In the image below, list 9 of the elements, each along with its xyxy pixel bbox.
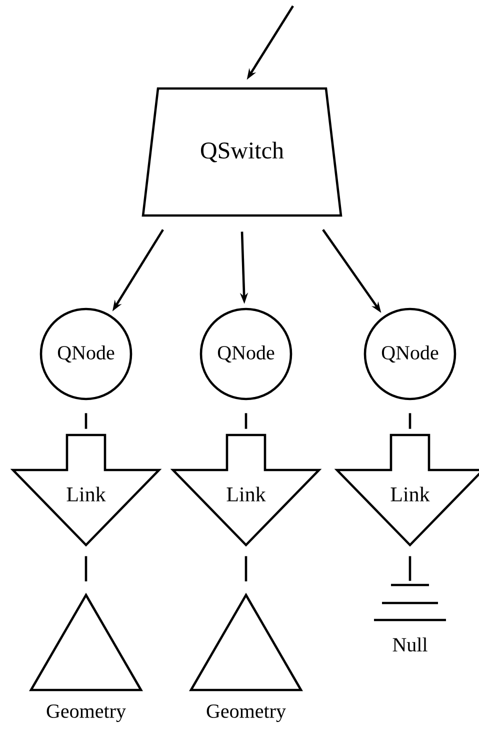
connector xyxy=(408,413,412,429)
switch-trapezoid: QSwitch xyxy=(142,87,342,217)
connector xyxy=(244,413,248,429)
connector xyxy=(84,556,88,582)
connector xyxy=(408,556,412,581)
connector xyxy=(84,413,88,429)
node-label: Geometry xyxy=(46,704,126,722)
node-label: Geometry xyxy=(206,704,286,722)
connector xyxy=(244,556,248,582)
